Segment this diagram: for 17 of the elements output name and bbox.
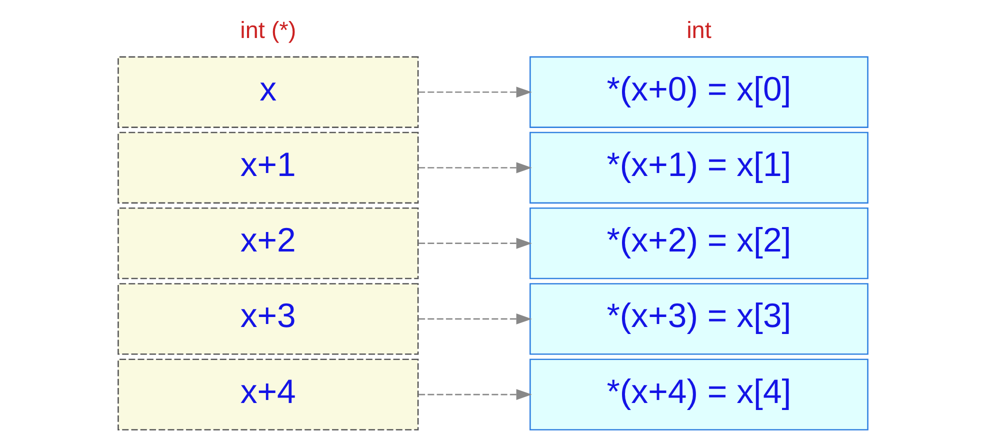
node-box: x+3 xyxy=(118,283,419,355)
node-box: x+2 xyxy=(118,207,419,280)
arrow xyxy=(418,313,532,324)
label: int (*) xyxy=(240,16,296,43)
node-box: x+4 xyxy=(118,358,419,430)
arrow xyxy=(418,86,532,98)
label: int xyxy=(686,16,712,43)
node-box: *(x+3) = x[3] xyxy=(530,283,868,355)
node-box: *(x+4) = x[4] xyxy=(530,358,868,430)
arrow xyxy=(418,162,532,174)
node-box: *(x+2) = x[2] xyxy=(530,207,868,280)
arrow xyxy=(418,389,532,400)
arrow xyxy=(418,238,532,249)
node-box: x xyxy=(118,56,419,128)
node-box: *(x+0) = x[0] xyxy=(530,56,868,128)
node-box: x+1 xyxy=(118,132,419,204)
node-box: *(x+1) = x[1] xyxy=(530,132,868,204)
